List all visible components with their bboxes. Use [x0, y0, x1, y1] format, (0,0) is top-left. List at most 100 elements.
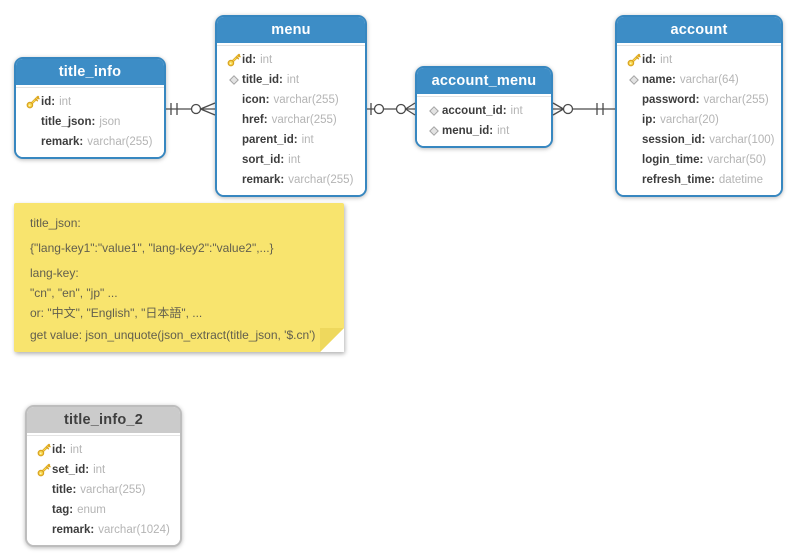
sticky-note-text: title_json: {"lang-key1":"value1", "lang-…: [30, 216, 330, 343]
note-line: lang-key:: [30, 266, 79, 280]
field-name: account_id:: [442, 105, 507, 117]
primary-key-icon: [24, 95, 41, 109]
field-name: icon:: [242, 94, 270, 106]
field-name: menu_id:: [442, 125, 494, 137]
field-type: json: [99, 116, 121, 128]
field-name: parent_id:: [242, 134, 298, 146]
field-type: int: [70, 444, 83, 456]
field-row-menu_id: menu_id:int: [417, 121, 551, 141]
field-row-parent_id: parent_id:int: [217, 130, 365, 150]
field-type: int: [288, 154, 301, 166]
field-type: enum: [77, 504, 106, 516]
field-type: datetime: [718, 174, 763, 186]
field-type: varchar(255): [80, 484, 146, 496]
field-row-remark: remark:varchar(255): [217, 170, 365, 190]
field-row-title_json: title_json:json: [16, 112, 164, 132]
field-type: varchar(100): [709, 134, 775, 146]
field-row-set_id: set_id:int: [27, 460, 180, 480]
field-type: int: [660, 54, 673, 66]
field-name: title_id:: [242, 74, 283, 86]
field-type: int: [260, 54, 273, 66]
field-type: varchar(255): [703, 94, 769, 106]
note-line: "cn", "en", "jp" ...: [30, 286, 118, 300]
field-name: id:: [52, 444, 67, 456]
relationship-account_menu-account[interactable]: [552, 99, 615, 119]
note-folded-corner-icon: [320, 328, 344, 352]
field-name: name:: [642, 74, 676, 86]
field-name: remark:: [41, 136, 84, 148]
field-type: varchar(255): [87, 136, 153, 148]
field-row-id: id:int: [27, 440, 180, 460]
field-type: int: [93, 464, 106, 476]
field-row-ip: ip:varchar(20): [617, 110, 781, 130]
field-name: id:: [242, 54, 257, 66]
table-account-header: account: [617, 17, 781, 45]
field-name: tag:: [52, 504, 74, 516]
field-row-tag: tag:enum: [27, 500, 180, 520]
field-row-account_id: account_id:int: [417, 101, 551, 121]
field-row-icon: icon:varchar(255): [217, 90, 365, 110]
field-type: varchar(20): [660, 114, 719, 126]
field-type: varchar(255): [271, 114, 337, 126]
field-row-title_id: title_id:int: [217, 70, 365, 90]
note-line: {"lang-key1":"value1", "lang-key2":"valu…: [30, 241, 274, 255]
field-name: remark:: [52, 524, 95, 536]
primary-key-icon: [35, 463, 52, 477]
foreign-key-icon: [425, 126, 442, 136]
field-row-refresh_time: refresh_time:datetime: [617, 170, 781, 190]
field-row-id: id:int: [16, 92, 164, 112]
field-name: ip:: [642, 114, 657, 126]
field-name: id:: [642, 54, 657, 66]
field-type: varchar(255): [288, 174, 354, 186]
note-line: get value: json_unquote(json_extract(tit…: [30, 328, 316, 342]
field-name: id:: [41, 96, 56, 108]
field-row-id: id:int: [617, 50, 781, 70]
field-row-login_time: login_time:varchar(50): [617, 150, 781, 170]
note-line: title_json:: [30, 216, 81, 230]
field-name: password:: [642, 94, 700, 106]
field-type: int: [301, 134, 314, 146]
note-line: or: "中文", "English", "日本語", ...: [30, 306, 203, 320]
table-title_info-header: title_info: [16, 59, 164, 87]
relationship-menu-account_menu[interactable]: [367, 99, 416, 119]
primary-key-icon: [225, 53, 242, 67]
foreign-key-icon: [425, 106, 442, 116]
field-name: title:: [52, 484, 77, 496]
field-name: set_id:: [52, 464, 90, 476]
field-name: refresh_time:: [642, 174, 715, 186]
field-name: session_id:: [642, 134, 706, 146]
field-name: href:: [242, 114, 268, 126]
field-type: int: [59, 96, 72, 108]
field-type: int: [510, 105, 523, 117]
field-type: varchar(64): [679, 74, 739, 86]
table-account_menu-header: account_menu: [417, 68, 551, 96]
table-menu-header: menu: [217, 17, 365, 45]
field-row-remark: remark:varchar(1024): [27, 520, 180, 540]
relationship-title_info-menu[interactable]: [166, 99, 216, 119]
field-type: int: [497, 125, 510, 137]
sticky-note[interactable]: title_json: {"lang-key1":"value1", "lang-…: [14, 203, 344, 352]
field-type: varchar(255): [273, 94, 339, 106]
field-row-remark: remark:varchar(255): [16, 132, 164, 152]
field-name: title_json:: [41, 116, 96, 128]
field-type: varchar(1024): [98, 524, 170, 536]
field-row-title: title:varchar(255): [27, 480, 180, 500]
primary-key-icon: [625, 53, 642, 67]
field-name: login_time:: [642, 154, 704, 166]
field-row-name: name:varchar(64): [617, 70, 781, 90]
foreign-key-icon: [225, 75, 242, 85]
field-name: remark:: [242, 174, 285, 186]
field-row-session_id: session_id:varchar(100): [617, 130, 781, 150]
foreign-key-icon: [625, 75, 642, 85]
field-type: int: [286, 74, 300, 86]
